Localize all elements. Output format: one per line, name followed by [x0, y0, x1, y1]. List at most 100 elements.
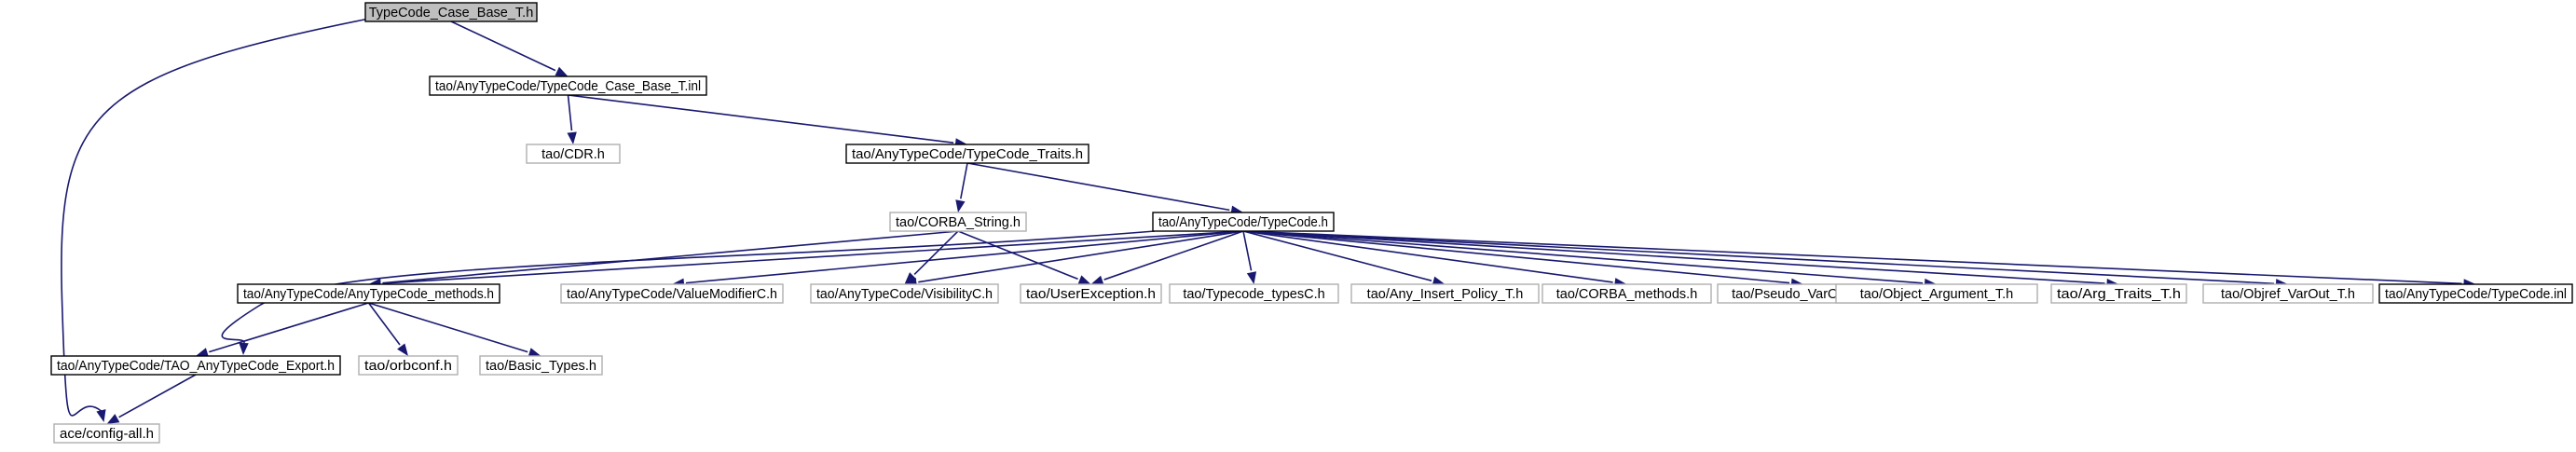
edge-line	[221, 230, 1156, 344]
node-box[interactable]	[526, 144, 621, 164]
node-label: tao/AnyTypeCode/TypeCode.h	[1158, 215, 1328, 230]
edge-corbastring-to-userexc	[957, 230, 1091, 284]
edge-line	[368, 302, 528, 353]
edge-root-to-configall	[61, 18, 370, 422]
node-box[interactable]	[810, 283, 999, 304]
edge-line	[382, 230, 959, 284]
edge-typecodeh-to-userexc	[1090, 230, 1244, 285]
graph-node-orbconf[interactable]: tao/orbconf.h	[358, 355, 459, 376]
graph-node-casebaseinl[interactable]: tao/AnyTypeCode/TypeCode_Case_Base_T.inl	[429, 75, 707, 96]
graph-node-visibility[interactable]: tao/AnyTypeCode/VisibilityC.h	[810, 283, 999, 304]
node-box[interactable]	[53, 423, 160, 444]
edge-line	[1242, 230, 2105, 284]
edge-line	[1242, 230, 1613, 283]
graph-node-corbastring[interactable]: tao/CORBA_String.h	[889, 212, 1027, 232]
edge-export-to-configall	[106, 374, 197, 424]
node-label: tao/CDR.h	[541, 147, 605, 162]
node-label: tao/UserException.h	[1026, 287, 1156, 302]
edge-line	[367, 302, 401, 346]
edge-line	[567, 94, 573, 131]
node-box[interactable]	[429, 75, 707, 96]
node-box[interactable]	[1020, 283, 1162, 304]
edge-typecodeh-to-export	[221, 230, 1156, 355]
node-box[interactable]	[1169, 283, 1339, 304]
node-box[interactable]	[1152, 212, 1335, 232]
edge-traits-to-corbastring	[955, 162, 968, 212]
edge-line	[61, 18, 370, 417]
node-label: tao/AnyTypeCode/VisibilityC.h	[816, 287, 993, 302]
edge-arrowhead	[397, 343, 408, 356]
node-box[interactable]	[479, 355, 603, 376]
node-box[interactable]	[1835, 283, 2038, 304]
node-label: tao/AnyTypeCode/AnyTypeCode_methods.h	[243, 287, 494, 302]
edge-casebaseinl-to-traits	[568, 94, 967, 148]
graph-node-export[interactable]: tao/AnyTypeCode/TAO_AnyTypeCode_Export.h	[50, 355, 341, 376]
node-label: tao/Basic_Types.h	[486, 359, 596, 374]
edge-methods-to-orbconf	[367, 302, 408, 356]
graph-node-typesc[interactable]: tao/Typecode_typesC.h	[1169, 283, 1339, 304]
edge-arrowhead	[528, 348, 541, 358]
edge-line	[957, 230, 1078, 281]
node-label: tao/AnyTypeCode/TypeCode.inl	[2385, 287, 2567, 302]
node-box[interactable]	[1541, 283, 1712, 304]
edge-line	[209, 302, 369, 353]
edge-typecodeh-to-valuemod	[672, 230, 1244, 288]
node-box[interactable]	[845, 144, 1089, 164]
edge-line	[1242, 230, 1253, 271]
graph-node-objarg[interactable]: tao/Object_Argument_T.h	[1835, 283, 2038, 304]
node-box[interactable]	[1350, 283, 1540, 304]
graph-node-root[interactable]: TypeCode_Case_Base_T.h	[364, 2, 538, 22]
node-label: tao/Typecode_typesC.h	[1183, 287, 1324, 302]
edge-line	[918, 230, 1244, 283]
graph-node-cdr[interactable]: tao/CDR.h	[526, 144, 621, 164]
edge-arrowhead	[1077, 275, 1091, 284]
node-label: tao/Object_Argument_T.h	[1860, 287, 2013, 302]
edge-line	[1242, 230, 2275, 285]
edge-arrowhead	[555, 66, 569, 76]
node-label: tao/CORBA_methods.h	[1556, 287, 1698, 302]
graph-node-valuemod[interactable]: tao/AnyTypeCode/ValueModifierC.h	[560, 283, 784, 304]
node-box[interactable]	[358, 355, 459, 376]
edge-line	[450, 21, 556, 72]
graph-node-basictypes[interactable]: tao/Basic_Types.h	[479, 355, 603, 376]
graph-node-argtraits[interactable]: tao/Arg_Traits_T.h	[2050, 283, 2187, 304]
edge-methods-to-basictypes	[368, 302, 541, 358]
graph-node-corbameth[interactable]: tao/CORBA_methods.h	[1541, 283, 1712, 304]
edge-line	[1242, 230, 2462, 285]
edge-arrowhead	[567, 131, 577, 144]
node-box[interactable]	[237, 283, 500, 304]
edge-typecodeh-to-visibility	[904, 230, 1244, 288]
graph-node-configall[interactable]: ace/config-all.h	[53, 423, 160, 444]
node-box[interactable]	[364, 2, 538, 22]
edge-typecodeh-to-typesc	[1242, 230, 1257, 284]
edge-arrowhead	[1432, 276, 1446, 286]
edge-typecodeh-to-argtraits	[1242, 230, 2119, 289]
edge-line	[1103, 230, 1244, 281]
edge-line	[1242, 230, 1924, 284]
node-box[interactable]	[560, 283, 784, 304]
node-box[interactable]	[2378, 283, 2573, 304]
node-box[interactable]	[50, 355, 341, 376]
node-layer: TypeCode_Case_Base_T.h tao/AnyTypeCode/Ty…	[50, 2, 2573, 444]
node-box[interactable]	[889, 212, 1027, 232]
node-label: tao/AnyTypeCode/TypeCode_Traits.h	[852, 147, 1083, 162]
node-box[interactable]	[2050, 283, 2187, 304]
edge-typecodeh-to-objrefvar	[1242, 230, 2288, 289]
edge-arrowhead	[904, 272, 917, 284]
graph-node-userexc[interactable]: tao/UserException.h	[1020, 283, 1162, 304]
node-box[interactable]	[2202, 283, 2374, 304]
graph-node-traits[interactable]: tao/AnyTypeCode/TypeCode_Traits.h	[845, 144, 1089, 164]
node-label: tao/CORBA_String.h	[896, 215, 1021, 230]
edge-root-to-casebaseinl	[450, 21, 569, 76]
edge-methods-to-export	[196, 302, 369, 358]
edge-typecodeh-to-anyinsert	[1242, 230, 1446, 286]
graph-node-methods[interactable]: tao/AnyTypeCode/AnyTypeCode_methods.h	[237, 283, 500, 304]
edge-typecodeh-to-methods	[368, 230, 1244, 289]
graph-node-anyinsert[interactable]: tao/Any_Insert_Policy_T.h	[1350, 283, 1540, 304]
graph-node-typecodeinl[interactable]: tao/AnyTypeCode/TypeCode.inl	[2378, 283, 2573, 304]
graph-node-typecodeh[interactable]: tao/AnyTypeCode/TypeCode.h	[1152, 212, 1335, 232]
node-label: tao/AnyTypeCode/TypeCode_Case_Base_T.inl	[435, 79, 701, 94]
graph-node-objrefvar[interactable]: tao/Objref_VarOut_T.h	[2202, 283, 2374, 304]
